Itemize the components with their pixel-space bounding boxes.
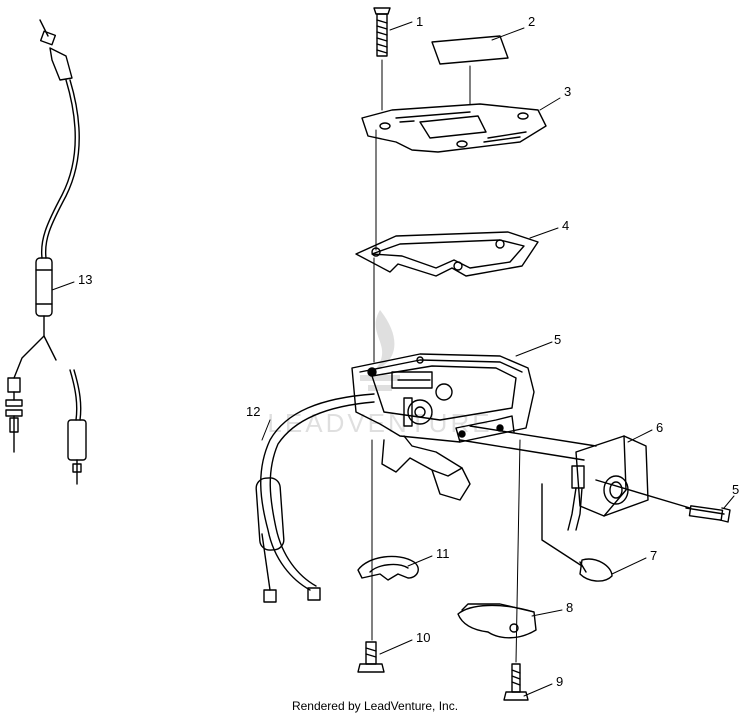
- leader-lines: [51, 21, 735, 697]
- part-5-throttle-housing: [351, 353, 535, 501]
- part-2-decal: [431, 35, 509, 65]
- part-9-screw: [503, 663, 529, 701]
- callout-10: 10: [416, 630, 430, 645]
- callout-5-screw: 5: [732, 482, 739, 497]
- callout-8: 8: [566, 600, 573, 615]
- part-1-screw: [373, 7, 391, 57]
- callout-5-housing: 5: [554, 332, 561, 347]
- part-12-wiring-harness: [255, 393, 375, 603]
- footer-credit: Rendered by LeadVenture, Inc.: [291, 699, 459, 713]
- part-4-gasket: [355, 231, 539, 277]
- callout-3: 3: [564, 84, 571, 99]
- callout-12: 12: [246, 404, 260, 419]
- part-7-bulb: [541, 483, 613, 582]
- part-5b-screw: [595, 479, 731, 523]
- alignment-lines: [371, 59, 521, 663]
- part-8-clamp: [457, 603, 537, 639]
- part-11-clip: [357, 555, 419, 581]
- part-3-top-cover: [361, 103, 547, 153]
- part-13-throttle-cable: [5, 19, 87, 485]
- callout-2: 2: [528, 14, 535, 29]
- callout-7: 7: [650, 548, 657, 563]
- callout-13: 13: [78, 272, 92, 287]
- part-6-switch-housing: [459, 425, 649, 531]
- part-10-screw: [357, 641, 385, 673]
- callout-11: 11: [436, 546, 450, 561]
- callout-4: 4: [562, 218, 569, 233]
- callout-6: 6: [656, 420, 663, 435]
- callout-9: 9: [556, 674, 563, 689]
- callout-1: 1: [416, 14, 423, 29]
